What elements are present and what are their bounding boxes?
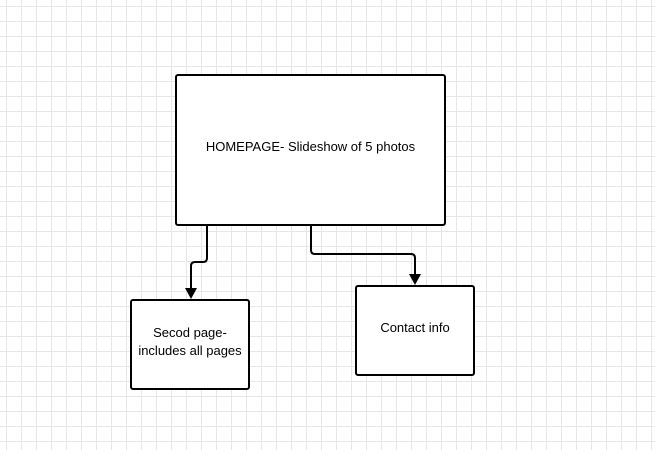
homepage-node[interactable]: HOMEPAGE- Slideshow of 5 photos <box>175 74 446 226</box>
connector-home-to-contact <box>310 226 416 274</box>
arrowhead-contact <box>409 274 421 285</box>
homepage-node-label: HOMEPAGE- Slideshow of 5 photos <box>205 139 416 154</box>
arrowhead-second <box>185 288 197 299</box>
contact-info-node[interactable]: Contact info <box>355 285 475 376</box>
second-page-node-label: Secod page- includes all pages <box>138 324 242 358</box>
second-page-node[interactable]: Secod page- includes all pages <box>130 299 250 390</box>
contact-info-node-label: Contact info <box>380 319 450 335</box>
connector-home-to-second <box>190 226 208 288</box>
